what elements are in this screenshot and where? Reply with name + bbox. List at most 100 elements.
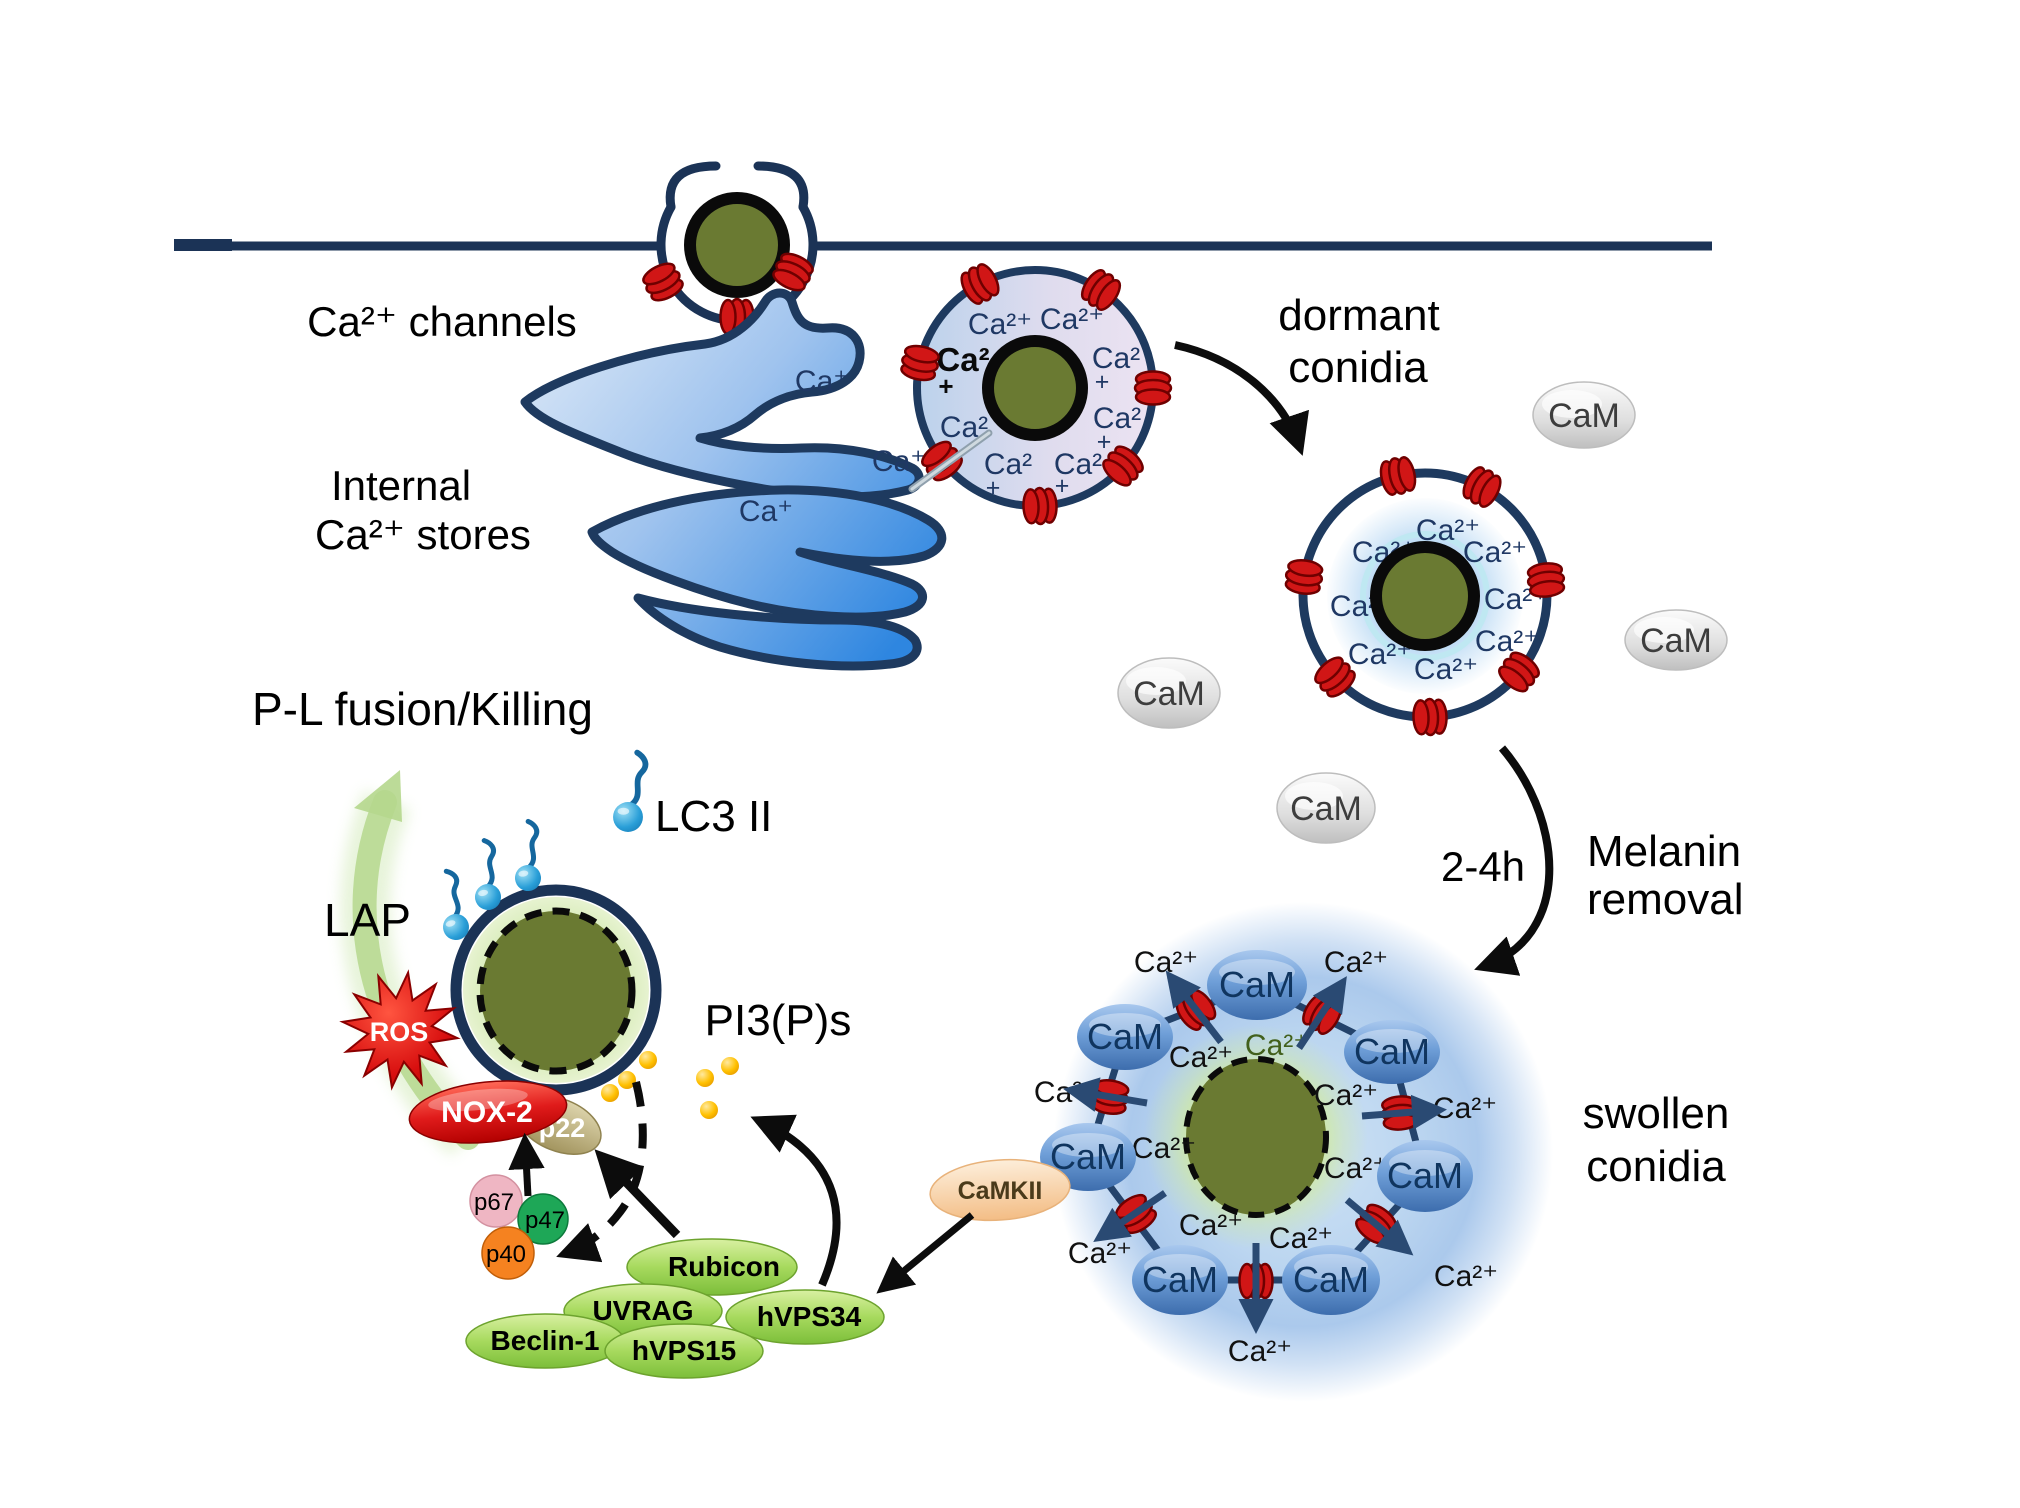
pi3p-dot (639, 1051, 657, 1069)
ros-star (339, 969, 461, 1091)
phagocytic-cup-curl-right (753, 161, 809, 212)
ca2-label: Ca²⁺ (1314, 1079, 1378, 1112)
arrow-complex-to-p22 (594, 1149, 681, 1239)
camkii-ellipse (929, 1158, 1071, 1222)
cam-label: CaM (1548, 397, 1620, 435)
cam-label: CaM (1387, 1155, 1463, 1196)
ca2-label: Ca²⁺ (1433, 1092, 1497, 1125)
pi3p-label: PI3(P)s (705, 996, 852, 1045)
p67-circle (469, 1174, 523, 1228)
calcium-channel-icon (1524, 560, 1568, 600)
ros-group: ROS (339, 969, 461, 1091)
lap-arrow-group (340, 770, 486, 1156)
pi3p-dot (700, 1101, 718, 1119)
cam-highlight (1389, 1150, 1461, 1176)
ca2-plus: + (1055, 472, 1070, 500)
nox2-complex-group: p22 NOX-2 p67 p47 p40 (408, 1080, 602, 1280)
cam-highlight (1219, 959, 1295, 985)
cam-highlight (1052, 1133, 1124, 1157)
ca2-label: Ca²⁺ (968, 308, 1032, 341)
conidium2-group: Ca²⁺ Ca²⁺ Ca²⁺ Ca²⁺ Ca²⁺ Ca²⁺ Ca²⁺ Ca²⁺ (1282, 453, 1568, 737)
camkii-group: CaMKII (876, 1158, 1071, 1294)
ca2-label-bold: Ca² (936, 341, 989, 378)
complex-ellipse-rubicon (626, 1238, 798, 1296)
p47-label: p47 (525, 1207, 565, 1234)
ca-efflux-arrow (1296, 976, 1347, 1050)
er-ca-label: Ca⁺ (795, 365, 849, 398)
melanin-label-line1: Melanin (1587, 827, 1741, 876)
cam-label: CaM (1293, 1259, 1369, 1300)
er-lobe-lower (587, 485, 947, 622)
dormant-label-line2: conidia (1288, 343, 1428, 392)
cam-label: CaM (1087, 1016, 1163, 1057)
p40-label: p40 (486, 1241, 526, 1268)
dormant-label-line1: dormant (1278, 291, 1439, 340)
swollen-core (1183, 1056, 1329, 1218)
lc3-balloon-icon (613, 753, 645, 832)
ca2-label: Ca²⁺ (1434, 1260, 1498, 1293)
phagosome-core (476, 907, 636, 1075)
ca-efflux-arrow (1165, 970, 1224, 1045)
ca2-label: Ca² (1092, 342, 1140, 375)
complex-ellipse-hvps15 (604, 1323, 764, 1379)
pi3p-group: PI3(P)s (601, 996, 851, 1119)
cam-highlight (1144, 1254, 1216, 1280)
hvps34-label: hVPS34 (757, 1301, 862, 1332)
complex-ellipse-hvps34 (725, 1289, 885, 1345)
ca2-label: Ca²⁺ (1169, 1041, 1233, 1074)
cam-highlight (1542, 390, 1602, 418)
cam-ellipse-blue (1077, 1004, 1173, 1070)
p40-circle (481, 1226, 535, 1280)
ca-efflux-arrow (1093, 1190, 1167, 1242)
calcium-channel-icon (1411, 697, 1449, 737)
internal-stores-label-line2: Ca²⁺ stores (315, 511, 531, 558)
pi3k-complex-group: Rubicon UVRAG Beclin-1 hVPS15 hVPS34 (465, 1238, 885, 1379)
swollen-label-line1: swollen (1583, 1089, 1730, 1138)
cam-label: CaM (1219, 964, 1295, 1005)
internal-stores-label-line1: Internal (331, 462, 471, 509)
arrow-membrane-to-dormant (1174, 341, 1309, 456)
cam-label: CaM (1050, 1136, 1126, 1177)
pi3p-dot (721, 1057, 739, 1075)
cam-gray-group: CaM CaM CaM CaM (1117, 381, 1728, 844)
pi3p-dot (601, 1084, 619, 1102)
conidium2-core (1370, 541, 1480, 651)
er-lobe-finger (633, 593, 922, 671)
ca2-label: Ca²⁺ (1463, 536, 1527, 569)
ca2-plus: + (1097, 428, 1112, 456)
cell-membrane (174, 239, 1712, 251)
lap-label: LAP (324, 894, 411, 946)
ca-channels-label: Ca²⁺ channels (307, 298, 577, 345)
pl-fusion-label: P-L fusion/Killing (252, 683, 593, 735)
ca-efflux-arrow (1063, 1077, 1148, 1112)
lc3-balloon-icon (426, 869, 474, 943)
ca2-label: Ca² (1093, 402, 1141, 435)
cam-ellipse-blue (1377, 1140, 1473, 1212)
pi3p-dot (618, 1071, 636, 1089)
ca-efflux-arrows (1063, 970, 1447, 1334)
nox2-highlight (428, 1088, 528, 1112)
arrow-p67-to-nox2 (508, 1132, 545, 1197)
arrow-melanin-removal (1474, 745, 1554, 976)
cam-blue-ring: CaM CaM CaM CaM CaM CaM CaM (1040, 950, 1473, 1315)
er-ca-label: Ca⁺ (739, 495, 793, 528)
dormant-conidium-core (982, 335, 1088, 441)
lap-phagosome-group (450, 884, 662, 1096)
membrane-conidium-core (684, 192, 790, 298)
rubicon-label: Rubicon (668, 1251, 780, 1282)
cam-label: CaM (1290, 790, 1362, 828)
camkii-label: CaMKII (958, 1177, 1043, 1205)
ca2-label: Ca²⁺ (1324, 946, 1388, 979)
cam-label: CaM (1133, 675, 1205, 713)
ca2-label: Ca²⁺ (1040, 303, 1104, 336)
beclin1-label: Beclin-1 (491, 1325, 600, 1356)
p47-circle (517, 1193, 569, 1245)
cam-highlight (1285, 782, 1343, 810)
ca2-label: Ca²⁺ (1475, 625, 1539, 658)
membrane-conidium-group (638, 161, 818, 337)
cam-label: CaM (1142, 1259, 1218, 1300)
membrane-line-thick-cap (174, 239, 232, 251)
lap-arrow-head (354, 770, 402, 822)
nox2-label: NOX-2 (441, 1096, 533, 1129)
ca2-plus: + (986, 474, 1001, 502)
